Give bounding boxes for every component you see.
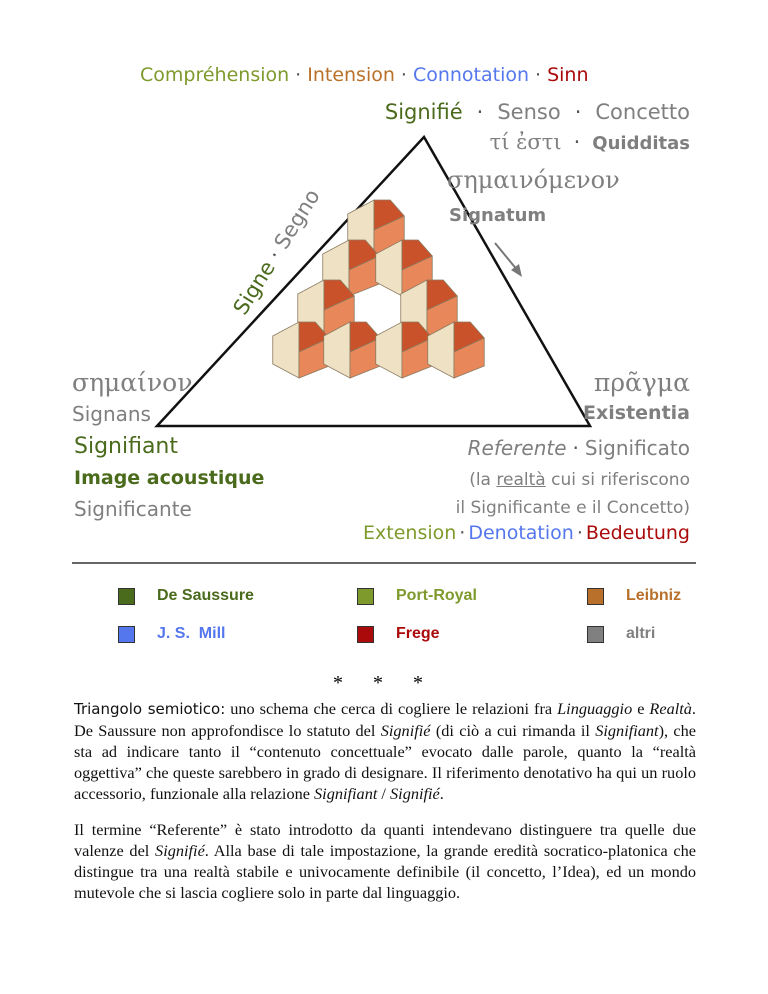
cube-shape	[427, 321, 485, 379]
legend-item-altri: altri	[587, 625, 655, 643]
separator: ·	[574, 100, 582, 124]
note-text: (la	[469, 470, 497, 490]
term-intension: Intension	[307, 64, 395, 86]
term-pragma: πρᾶγμα	[593, 368, 690, 397]
text: . Alla base di tale impostazione, la gra…	[74, 841, 696, 902]
term-signatum: Signatum	[449, 205, 547, 226]
term-semainon: σημαίνον	[72, 368, 193, 397]
emphasis: Signifié	[155, 841, 205, 860]
referente-line: Referente·Significato	[468, 436, 690, 460]
text: ), che sta ad indicare tanto il “contenu…	[74, 721, 696, 803]
top-line: Compréhension·Intension·Connotation·Sinn	[140, 64, 589, 86]
term-senso: Senso	[497, 100, 561, 124]
separator: ·	[476, 100, 484, 124]
cube-shape	[375, 321, 433, 379]
emphasis: Realtà	[649, 699, 692, 718]
legend-label: J. S. Mill	[157, 625, 226, 642]
legend-label: De Saussure	[157, 587, 254, 604]
text: .	[439, 784, 444, 803]
term-existentia: Existentia	[583, 402, 690, 424]
signifie-line: Signifié · Senso · Concetto	[385, 100, 690, 124]
term-denotation: Denotation	[468, 522, 574, 544]
term-comprehension: Compréhension	[140, 64, 290, 86]
text: /	[377, 784, 391, 803]
color-swatch	[587, 625, 604, 643]
triangle-graphic	[72, 134, 696, 564]
impossible-cubes-figure	[272, 199, 485, 379]
text: . De Saussure non approfondisce lo statu…	[74, 699, 696, 740]
emphasis: Linguaggio	[557, 699, 633, 718]
separator: ·	[459, 522, 466, 544]
term-extension: Extension	[363, 522, 457, 544]
legend-item-port-royal: Port-Royal	[357, 587, 477, 605]
greek-line: τί ἐστι · Quidditas	[490, 130, 690, 154]
legend-item-de-saussure: De Saussure	[118, 587, 254, 605]
term-signifie: Signifié	[384, 100, 463, 124]
color-swatch	[357, 587, 374, 605]
text: uno schema che cerca di cogliere le rela…	[225, 699, 558, 718]
term-referente: Referente	[467, 436, 567, 460]
referente-note-line1: (la realtà cui si riferiscono	[469, 470, 690, 490]
legend-item-frege: Frege	[357, 625, 440, 643]
term-image-acoustique: Image acoustique	[74, 467, 265, 489]
term-significato: Significato	[584, 436, 690, 460]
cube-shape	[323, 321, 381, 379]
term-significante: Significante	[74, 497, 192, 521]
separator: ·	[572, 436, 579, 460]
legend-label: Port-Royal	[396, 587, 477, 604]
term-concetto: Concetto	[595, 100, 690, 124]
paragraph-1: Triangolo semiotico: uno schema che cerc…	[74, 698, 696, 804]
emphasis: Signifié	[380, 721, 431, 740]
bottom-line: Extension·Denotation·Bedeutung	[363, 522, 690, 544]
emphasis: Signifiant	[595, 721, 659, 740]
emphasis: Signifiant	[314, 784, 378, 803]
emphasis: Signifié	[390, 784, 440, 803]
term-bedeutung: Bedeutung	[585, 522, 690, 544]
asterisk-divider: * * *	[333, 672, 423, 695]
color-swatch	[587, 587, 604, 605]
color-swatch	[118, 625, 135, 643]
color-swatch	[357, 625, 374, 643]
separator: ·	[400, 64, 407, 86]
separator: ·	[535, 64, 542, 86]
cube-shape	[272, 321, 330, 379]
arrow-icon	[494, 242, 522, 277]
separator: ·	[295, 64, 302, 86]
lead-term: Triangolo semiotico:	[74, 700, 226, 718]
legend-label: altri	[626, 625, 656, 642]
term-ti-esti: τί ἐστι	[489, 130, 562, 154]
asterisk: *	[413, 672, 423, 694]
legend-item-js-mill: J. S. Mill	[118, 625, 225, 643]
triangle-outline	[154, 134, 593, 428]
color-swatch	[118, 587, 135, 605]
paragraph-2: Il termine “Referente” è stato introdott…	[74, 819, 696, 903]
term-sinn: Sinn	[547, 64, 589, 86]
legend-label: Frege	[396, 625, 440, 642]
term-semainomenon: σημαινόμενον	[447, 166, 620, 194]
referente-note-line2: il Significante e il Concetto)	[455, 498, 690, 518]
note-text: cui si riferiscono	[545, 470, 690, 490]
asterisk: *	[373, 672, 383, 694]
asterisk: *	[333, 672, 343, 694]
term-signans: Signans	[72, 402, 151, 426]
text: e	[632, 699, 650, 718]
text: (di ciò a cui rimanda il	[430, 721, 596, 740]
legend-label: Leibniz	[626, 587, 682, 604]
term-connotation: Connotation	[412, 64, 530, 86]
separator: ·	[576, 522, 583, 544]
term-signifiant: Signifiant	[74, 434, 179, 459]
text: Il termine “Referente” è stato introdott…	[74, 820, 696, 860]
legend-item-leibniz: Leibniz	[587, 587, 681, 605]
term-quidditas: Quidditas	[592, 133, 690, 154]
separator: ·	[573, 130, 581, 154]
note-realta: realtà	[496, 470, 546, 490]
